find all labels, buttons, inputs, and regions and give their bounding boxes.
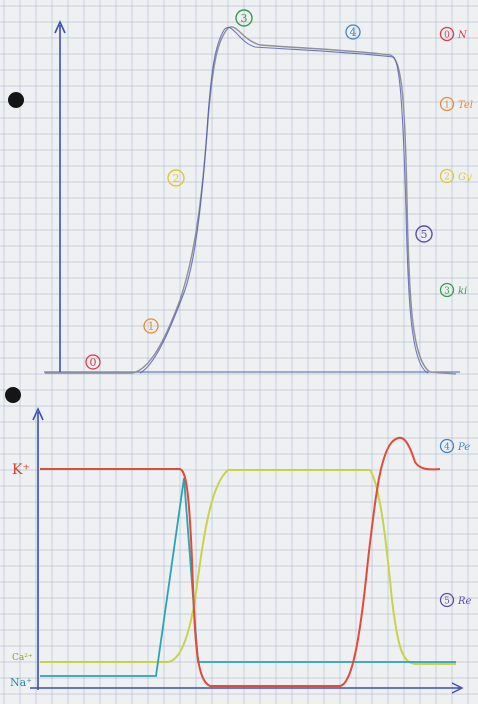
legend-item-3: 3 ki xyxy=(439,282,467,298)
ca-curve xyxy=(40,469,456,665)
legend-number: 4 xyxy=(444,443,450,453)
legend-circle xyxy=(439,168,455,184)
legend-text: Re xyxy=(457,596,472,607)
legend-text: Tel xyxy=(458,100,473,111)
legend-number: 2 xyxy=(444,173,450,183)
phase-marker-4: 4 xyxy=(345,24,361,40)
legend-circle xyxy=(439,282,455,298)
phase-number-1: 1 xyxy=(148,320,155,333)
legend-circle xyxy=(439,592,455,608)
phase-marker-5: 5 xyxy=(415,225,433,243)
legend-circle xyxy=(439,438,455,454)
legend-text: N xyxy=(457,30,468,41)
legend-item-4: 4 Pe xyxy=(439,438,470,454)
action-potential-curve xyxy=(45,26,457,375)
phase-number-5: 5 xyxy=(421,228,428,241)
top-chart-axes xyxy=(44,20,460,373)
legend-number: 0 xyxy=(444,31,450,41)
phase-number-2: 2 xyxy=(173,172,180,185)
phase-marker-2: 2 xyxy=(167,169,185,187)
legend-text: ki xyxy=(458,286,467,297)
ca2-plus-label: Ca²⁺ xyxy=(12,653,33,663)
legend-item-2: 2 Gy xyxy=(439,168,472,184)
legend-item-1: 1 Tel xyxy=(439,96,473,112)
k-plus-label: K⁺ xyxy=(12,462,30,478)
legend-item-5: 5 Re xyxy=(439,592,472,608)
binder-hole-top xyxy=(8,92,24,108)
phase-marker-3: 3 xyxy=(235,9,253,27)
na-plus-label: Na⁺ xyxy=(10,676,32,689)
action-potential-curve-dark xyxy=(139,27,429,374)
ion-conductance-curves xyxy=(40,436,456,687)
phase-number-4: 4 xyxy=(350,26,357,39)
legend-circle xyxy=(439,26,455,42)
action-potential-curves xyxy=(45,26,457,375)
phase-number-0: 0 xyxy=(90,356,97,369)
legend-text: Pe xyxy=(457,442,470,453)
legend-number: 1 xyxy=(444,101,450,111)
phase-marker-1: 1 xyxy=(143,318,159,334)
bottom-chart-axes xyxy=(30,407,464,694)
phase-marker-0: 0 xyxy=(85,354,101,370)
k-curve xyxy=(40,436,441,687)
na-curve xyxy=(40,477,456,677)
legend-circle xyxy=(439,96,455,112)
phase-number-3: 3 xyxy=(241,12,248,25)
legend-number: 3 xyxy=(444,287,450,297)
legend-number: 5 xyxy=(444,597,450,607)
binder-hole-bottom xyxy=(5,387,21,403)
legend-text: Gy xyxy=(458,172,472,183)
